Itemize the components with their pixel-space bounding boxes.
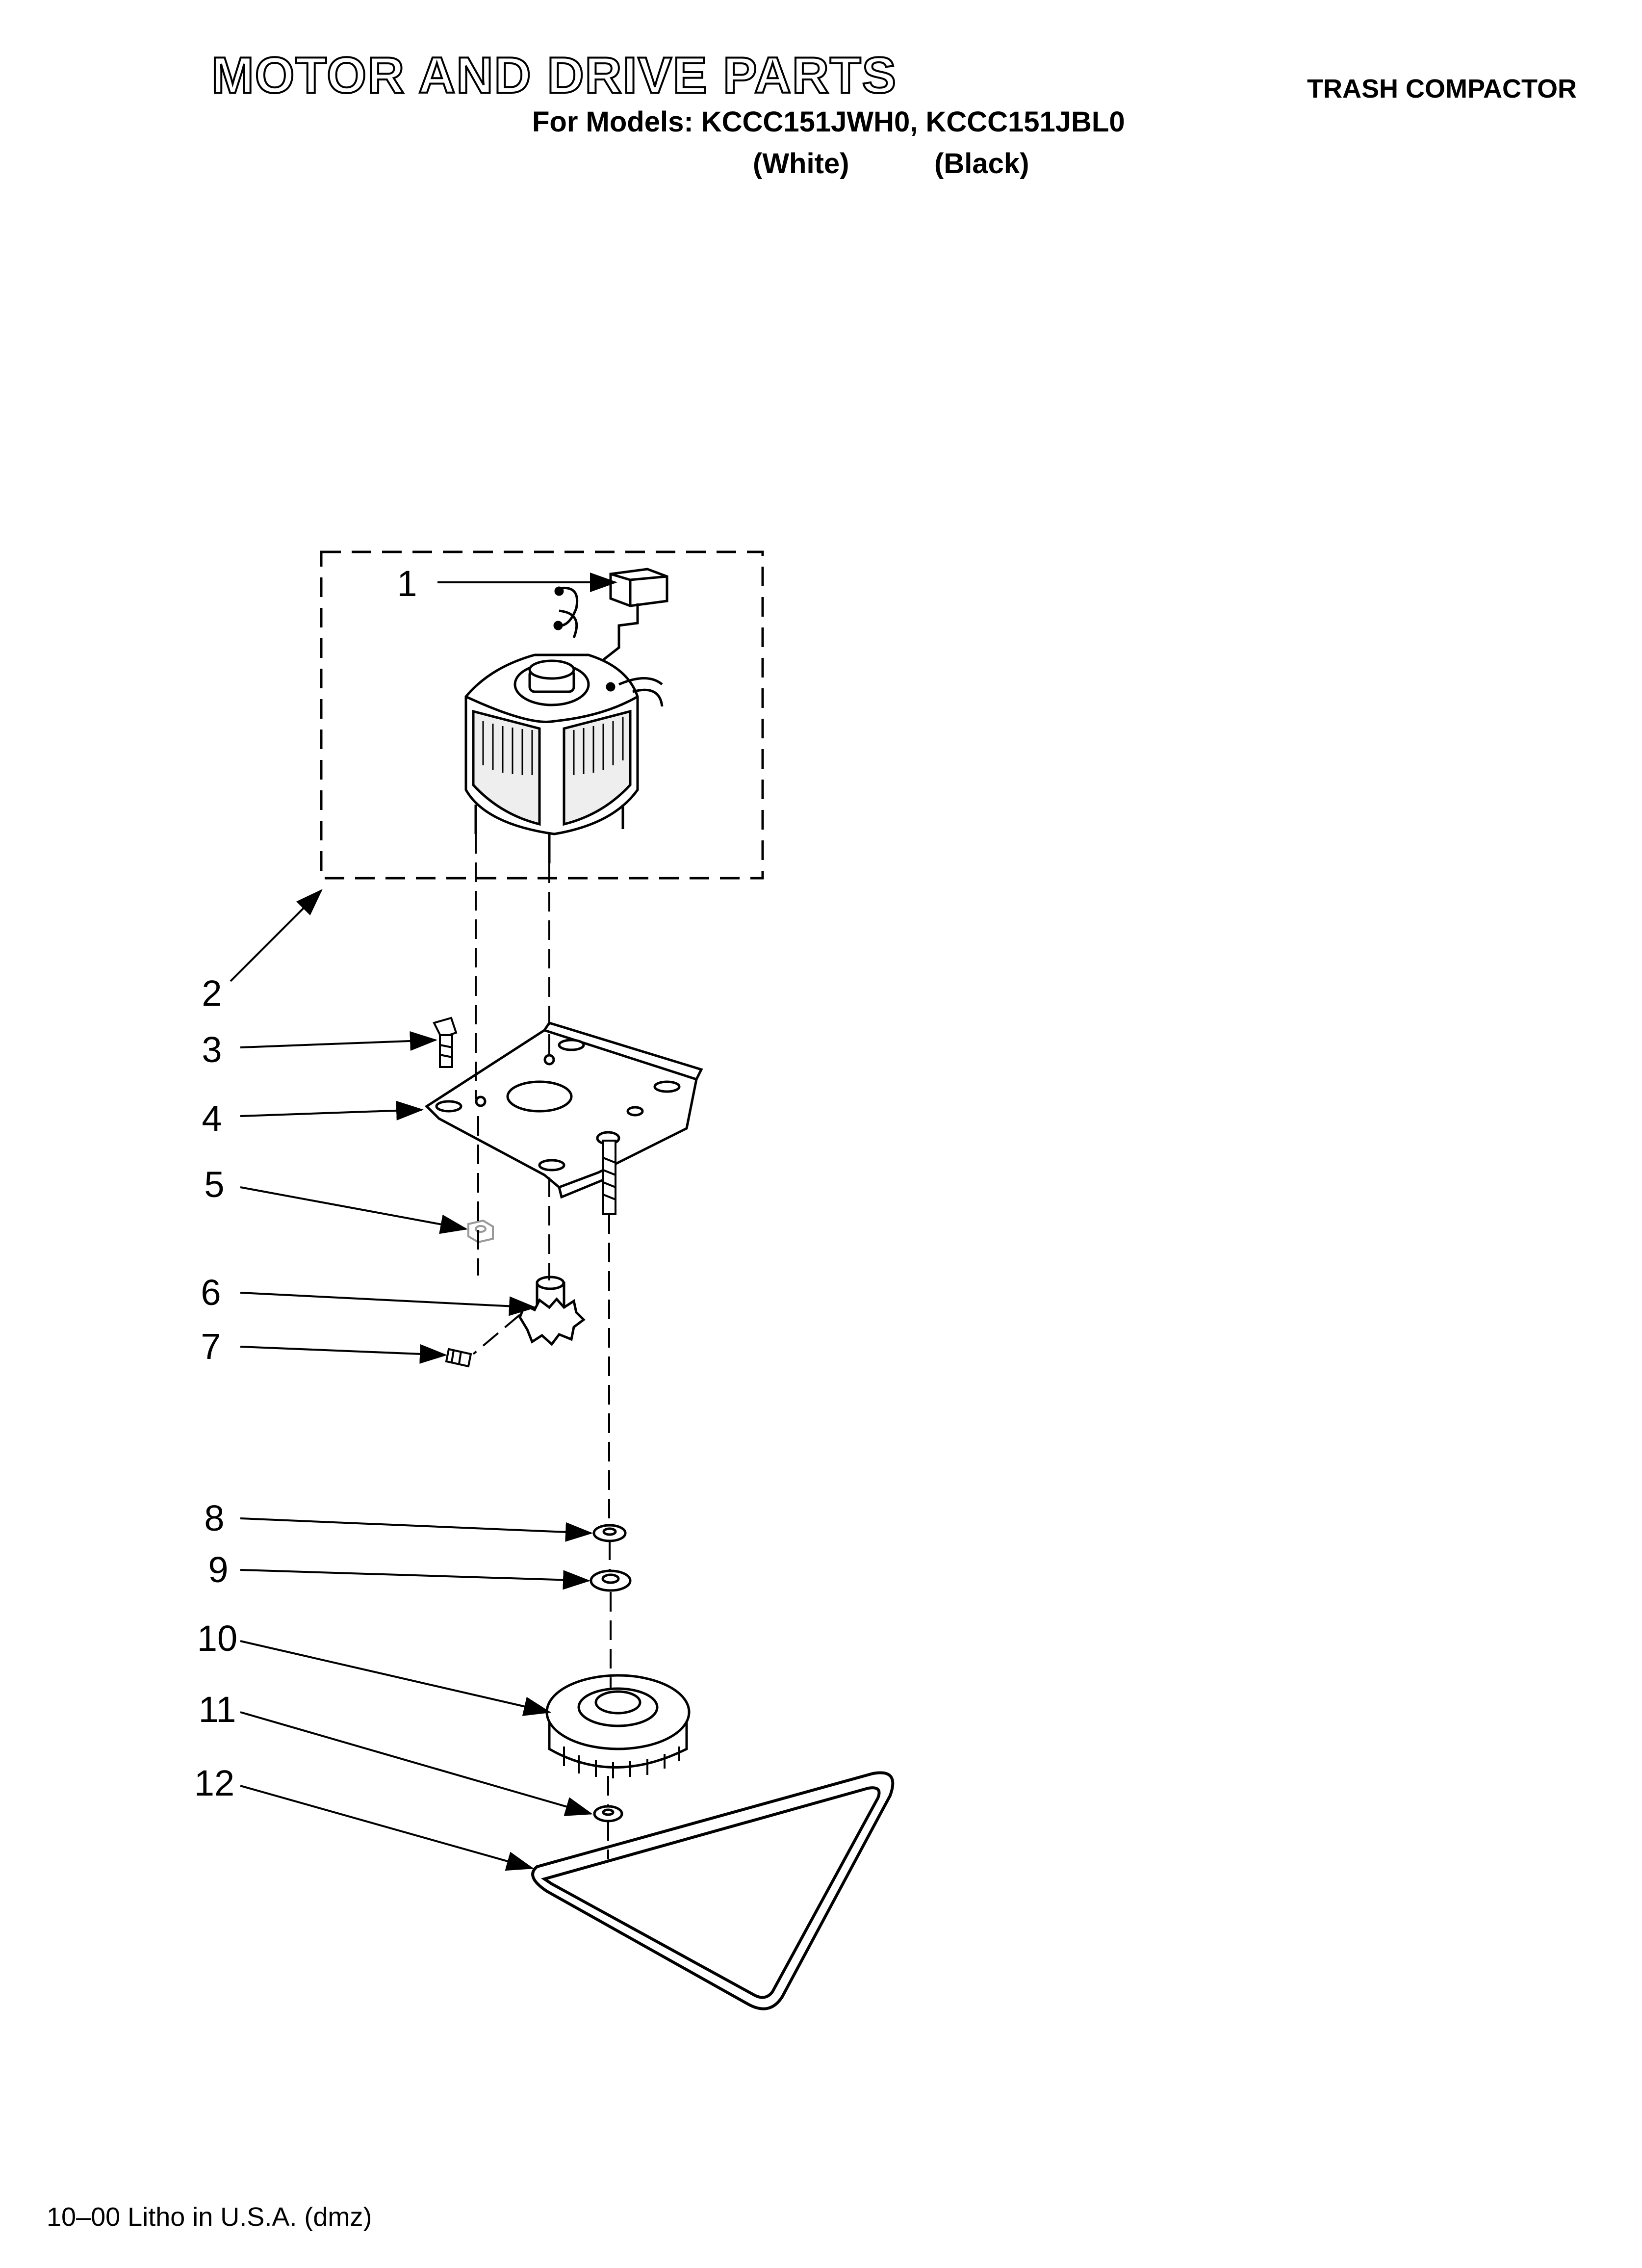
alignment-lines: [472, 834, 612, 1859]
callout-10: 10: [197, 1618, 237, 1659]
page-title: MOTOR AND DRIVE PARTS: [210, 46, 897, 105]
callout-1: 1: [397, 563, 417, 604]
set-screw-part: [445, 1348, 472, 1368]
drive-chain-part: [531, 1771, 895, 2010]
motor-part: [464, 653, 664, 863]
spacer-washer-part: [590, 1569, 632, 1592]
callout-9: 9: [208, 1549, 228, 1590]
callout-11: 11: [199, 1689, 236, 1730]
callout-7: 7: [201, 1326, 221, 1367]
retaining-ring-part: [593, 1805, 623, 1823]
callout-3: 3: [202, 1029, 222, 1070]
models-line: For Models: KCCC151JWH0, KCCC151JBL0: [532, 106, 1125, 138]
callout-2: 2: [202, 973, 222, 1014]
callout-4: 4: [202, 1098, 222, 1139]
connector-part: [553, 568, 668, 661]
color-black-label: (Black): [934, 148, 1029, 180]
callout-8: 8: [204, 1498, 224, 1538]
washer-part: [592, 1524, 627, 1542]
motor-assembly-box: [320, 550, 764, 880]
callout-12: 12: [194, 1763, 234, 1803]
callout-5: 5: [204, 1164, 224, 1205]
callout-6: 6: [201, 1272, 221, 1313]
mounting-plate-part: [425, 1021, 703, 1199]
pinion-gear-part: [518, 1276, 586, 1346]
leader-lines: [230, 573, 617, 1871]
drive-sprocket-part: [545, 1674, 691, 1778]
product-label: TRASH COMPACTOR: [1307, 74, 1577, 104]
print-info-footer: 10–00 Litho in U.S.A. (dmz): [47, 2202, 372, 2232]
color-white-label: (White): [753, 148, 849, 180]
nut-part: [467, 1219, 494, 1244]
screw-part: [433, 1017, 458, 1068]
stud-shaft-part: [602, 1140, 616, 1215]
